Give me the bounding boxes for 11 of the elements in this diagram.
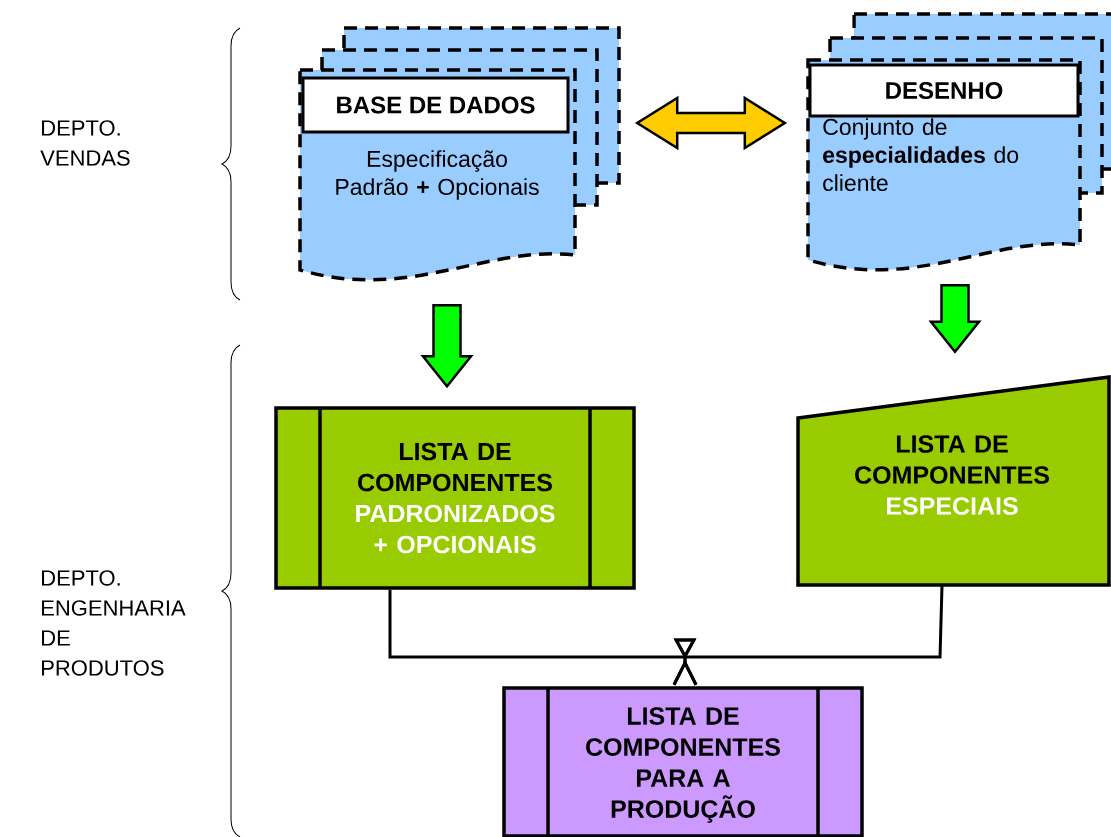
block-arrow xyxy=(420,303,474,389)
process-box: LISTA DE COMPONENTES PARA A PRODUÇÃO xyxy=(502,686,864,837)
process-box: LISTA DE COMPONENTES PADRONIZADOS + OPCIONAIS xyxy=(274,406,636,590)
department-label: DEPTO. ENGENHARIA DE PRODUTOS xyxy=(42,570,186,676)
connector xyxy=(672,585,944,686)
document-stack: BASE DE DADOS Especificação Padrão + Opcionais xyxy=(298,26,621,282)
block-arrow xyxy=(928,283,982,354)
input-trapezoid: LISTA DE COMPONENTES ESPECIAIS xyxy=(796,375,1111,587)
document-stack: DESENHO Conjunto de especialidades do cliente xyxy=(806,12,1111,272)
block-arrow xyxy=(634,95,788,151)
department-label: DEPTO. VENDAS xyxy=(40,120,130,166)
